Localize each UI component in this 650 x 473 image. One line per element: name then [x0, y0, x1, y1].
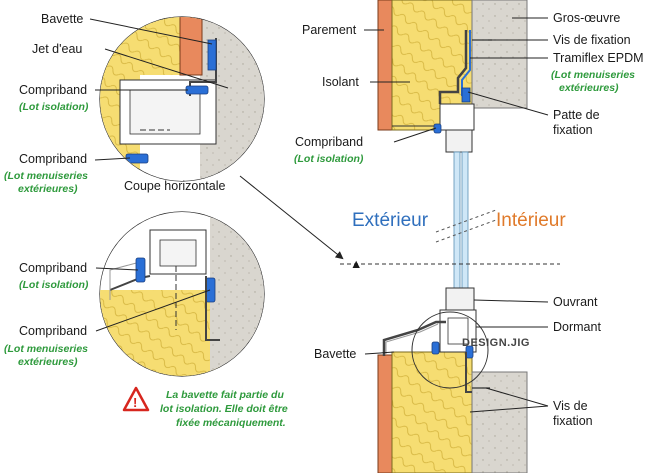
label-compriband-2: Compriband: [19, 152, 87, 166]
warning-line-2: lot isolation. Elle doit être: [160, 403, 288, 415]
label-lot-isolation-1: (Lot isolation): [19, 101, 89, 113]
label-lot-menuiseries-2b: extérieures): [18, 183, 78, 195]
label-lot-menuiseries-4a: (Lot menuiseries: [4, 343, 88, 355]
warning-triangle-icon: !: [122, 386, 150, 412]
detail-top: [99, 16, 265, 182]
label-patte-b: fixation: [553, 123, 593, 137]
label-tramiflex: Tramiflex EPDM: [553, 51, 644, 65]
label-compriband-1: Compriband: [19, 83, 87, 97]
label-jet-deau: Jet d'eau: [32, 42, 82, 56]
label-dormant: Dormant: [553, 320, 601, 334]
label-compriband-3: Compriband: [19, 261, 87, 275]
main-wall-section: ▲: [340, 0, 560, 473]
glazing: [453, 151, 461, 301]
svg-text:▲: ▲: [350, 257, 362, 271]
tramiflex-membrane: [438, 30, 468, 104]
label-ouvrant: Ouvrant: [553, 295, 598, 309]
leader-lines: [89, 17, 549, 413]
warning-line-3: fixée mécaniquement.: [176, 417, 286, 429]
label-patte-a: Patte de: [553, 108, 600, 122]
label-interieur: Intérieur: [496, 210, 566, 231]
label-bavette-main: Bavette: [314, 347, 356, 361]
label-parement: Parement: [302, 23, 357, 37]
label-vis-fixation-bottom-b: fixation: [553, 414, 593, 428]
label-compriband-4: Compriband: [19, 324, 87, 338]
label-bavette-top: Bavette: [41, 12, 83, 26]
detail-bottom: [99, 211, 265, 377]
label-lot-menuiseries-4b: extérieures): [18, 356, 78, 368]
label-lot-menuiseries-2a: (Lot menuiseries: [4, 170, 88, 182]
label-vis-fixation-bottom-a: Vis de: [553, 399, 588, 413]
label-gros-oeuvre: Gros-œuvre: [553, 11, 620, 25]
warning-line-1: La bavette fait partie du: [166, 389, 284, 401]
warning-note: ! La bavette fait partie du lot isolatio…: [122, 386, 288, 429]
svg-text:!: !: [133, 395, 137, 410]
label-isolant: Isolant: [322, 75, 359, 89]
label-coupe-horizontale: Coupe horizontale: [124, 179, 226, 193]
label-lot-menuiseries-main-b: extérieures): [559, 82, 619, 94]
parement-layer: [377, 0, 393, 131]
section-pointer: [239, 175, 344, 260]
label-vis-fixation-top: Vis de fixation: [553, 33, 631, 47]
label-lot-isolation-3: (Lot isolation): [19, 279, 89, 291]
detail-circle-bottom: [411, 311, 489, 389]
watermark: DESIGN.JIG: [462, 337, 530, 349]
label-exterieur: Extérieur: [352, 210, 429, 231]
label-lot-isolation-main: (Lot isolation): [294, 153, 364, 165]
label-lot-menuiseries-main-a: (Lot menuiseries: [551, 69, 635, 81]
gros-oeuvre-layer: [471, 0, 528, 109]
label-compriband-main: Compriband: [295, 135, 363, 149]
